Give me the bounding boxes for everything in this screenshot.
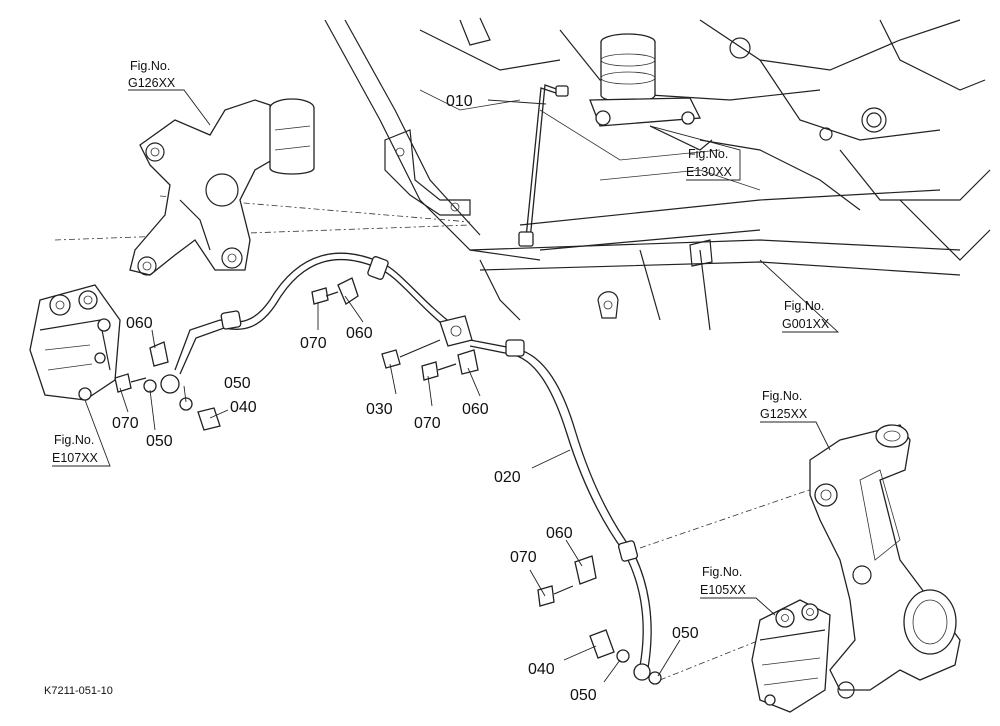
fig-ref-code: E107XX <box>52 451 99 465</box>
callout-030: 030 <box>366 401 393 418</box>
part-callouts: 010 020 030 040 040 050 050 050 050 060 … <box>112 93 699 704</box>
vehicle-frame <box>324 17 991 331</box>
fig-ref-prefix: Fig.No. <box>130 59 170 73</box>
fig-ref-code: E130XX <box>686 165 733 179</box>
figure-reference-e105: Fig.No. E105XX <box>700 565 747 597</box>
fig-ref-prefix: Fig.No. <box>688 147 728 161</box>
callout-040-left: 040 <box>230 399 257 416</box>
callout-050-bottom-b: 050 <box>672 625 699 642</box>
callout-060-mid-b: 060 <box>462 401 489 418</box>
steering-knuckle-left <box>129 98 315 276</box>
fig-ref-prefix: Fig.No. <box>784 299 824 313</box>
figure-reference-e130: Fig.No. E130XX <box>686 147 733 179</box>
callout-060-left: 060 <box>126 315 153 332</box>
callout-050-left-a: 050 <box>224 375 251 392</box>
callout-060-bottom: 060 <box>546 525 573 542</box>
master-cylinder <box>589 33 713 151</box>
brake-caliper-right <box>751 599 831 713</box>
callout-010: 010 <box>446 93 473 110</box>
callout-050-bottom-a: 050 <box>570 687 597 704</box>
callout-060-mid-a: 060 <box>346 325 373 342</box>
callout-070-bottom: 070 <box>510 549 537 566</box>
callout-050-left-b: 050 <box>146 433 173 450</box>
clamps-and-bolts <box>114 277 597 607</box>
washers-and-banjo-bolts <box>143 379 662 685</box>
brake-pipe-010 <box>518 84 569 247</box>
callout-040-bottom: 040 <box>528 661 555 678</box>
leader-lines <box>52 89 840 683</box>
callout-020: 020 <box>494 469 521 486</box>
figure-reference-g001: Fig.No. G001XX <box>782 299 830 331</box>
fig-ref-code: G126XX <box>128 76 176 90</box>
brake-hose-020 <box>160 252 652 681</box>
fig-ref-prefix: Fig.No. <box>54 433 94 447</box>
callout-070-left: 070 <box>112 415 139 432</box>
callout-070-mid-b: 070 <box>414 415 441 432</box>
figure-reference-g125: Fig.No. G125XX <box>760 389 808 421</box>
diagram-code: K7211-051-10 <box>44 685 113 697</box>
figure-reference-e107: Fig.No. E107XX <box>52 433 99 465</box>
fig-ref-prefix: Fig.No. <box>762 389 802 403</box>
fig-ref-code: E105XX <box>700 583 747 597</box>
fig-ref-prefix: Fig.No. <box>702 565 742 579</box>
figure-reference-g126: Fig.No. G126XX <box>128 59 176 90</box>
brake-caliper-left <box>29 284 121 401</box>
steering-knuckle-right <box>809 424 961 699</box>
callout-070-mid-a: 070 <box>300 335 327 352</box>
fig-ref-code: G001XX <box>782 317 830 331</box>
fig-ref-code: G125XX <box>760 407 808 421</box>
